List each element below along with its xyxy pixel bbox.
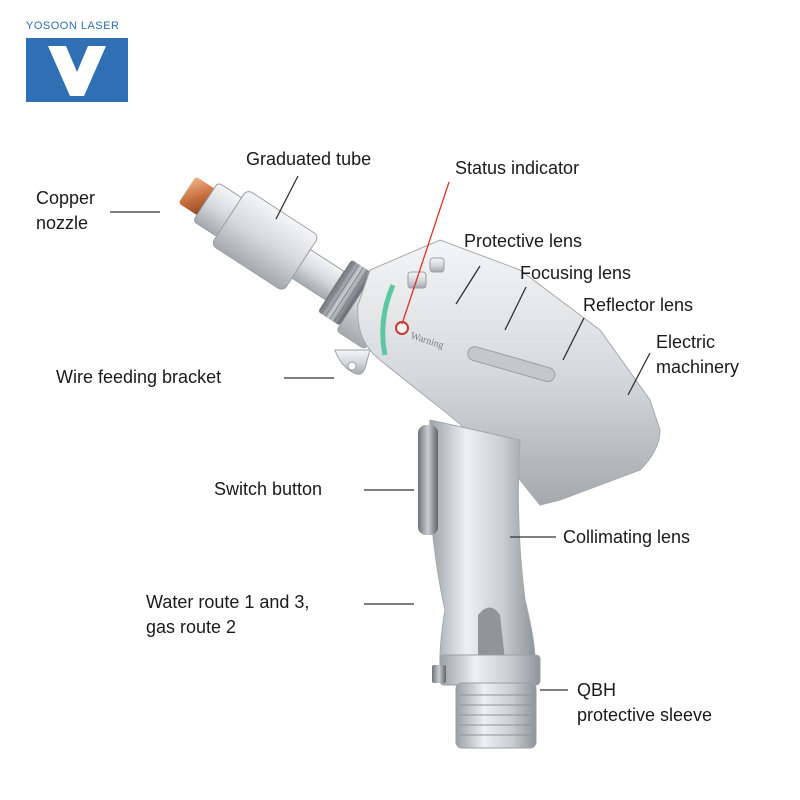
brand-name-text: YOSOON LASER	[26, 20, 120, 32]
label-qbh-sleeve: QBH protective sleeve	[577, 680, 713, 725]
handle-base	[439, 654, 541, 686]
gas-fitting	[432, 665, 446, 683]
leader-protective-lens	[455, 265, 481, 305]
leader-lines	[110, 175, 651, 691]
label-wire-feeding-bracket: Wire feeding bracket	[56, 367, 222, 387]
label-protective-lens: Protective lens	[464, 231, 583, 251]
label-reflector-lens: Reflector lens	[583, 295, 694, 315]
brand-name: YOSOON LASER	[26, 20, 130, 32]
label-focusing-lens: Focusing lens	[520, 263, 632, 283]
label-copper-nozzle: Copper nozzle	[36, 188, 96, 233]
label-electric-machinery: Electric machinery	[656, 332, 740, 377]
leader-electric-machinery	[627, 352, 651, 396]
label-switch-button: Switch button	[214, 479, 323, 499]
side-slot	[467, 346, 556, 383]
leader-graduated-tube	[275, 175, 299, 220]
label-collimating-lens: Collimating lens	[563, 527, 691, 547]
label-status-indicator: Status indicator	[455, 158, 580, 178]
knurled-nut	[318, 260, 373, 325]
leader-focusing-lens	[504, 286, 527, 331]
switch-button-part	[418, 425, 438, 535]
label-water-gas-route: Water route 1 and 3, gas route 2	[146, 592, 310, 637]
top-stub-2	[429, 257, 445, 273]
leader-reflector-lens	[562, 317, 585, 361]
handle-opening	[478, 607, 505, 660]
label-graduated-tube: Graduated tube	[246, 149, 372, 169]
copper-nozzle-tip	[179, 177, 217, 217]
accent-ring	[380, 284, 396, 356]
brand-logo	[26, 38, 128, 102]
leader-status-indicator	[401, 181, 450, 325]
